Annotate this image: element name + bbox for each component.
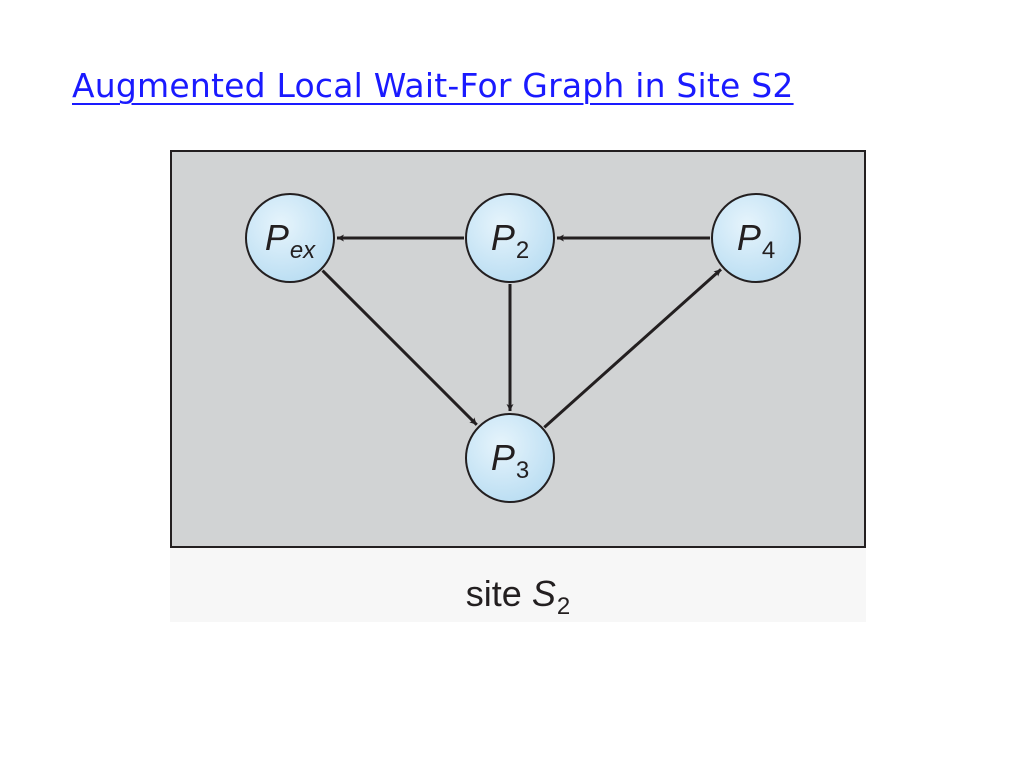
node-subscript: ex xyxy=(290,237,316,264)
site-caption-variable: S xyxy=(531,573,556,614)
node-letter: P xyxy=(491,437,515,478)
node-letter: P xyxy=(737,217,761,258)
edge-pex-to-p3 xyxy=(321,269,478,426)
node-letter: P xyxy=(491,217,515,258)
node-p4: P4 xyxy=(711,193,801,283)
node-circle-p2 xyxy=(465,193,555,283)
edge-p3-to-p4 xyxy=(543,268,722,429)
site-caption: site S2 xyxy=(170,573,866,621)
node-circle-p4 xyxy=(711,193,801,283)
node-subscript: 3 xyxy=(516,457,529,484)
site-caption-prefix: site xyxy=(465,573,522,614)
node-label-pex: Pex xyxy=(265,217,316,264)
node-circle-pex xyxy=(245,193,335,283)
node-circle-p3 xyxy=(465,413,555,503)
edges-layer xyxy=(321,234,722,429)
node-label-p2: P2 xyxy=(491,217,529,264)
node-label-p3: P3 xyxy=(491,437,529,484)
node-subscript: 2 xyxy=(516,237,529,264)
node-subscript: 4 xyxy=(762,237,775,264)
caption-band xyxy=(170,548,866,622)
slide-title: Augmented Local Wait-For Graph in Site S… xyxy=(72,66,794,105)
site-caption-subscript: 2 xyxy=(556,593,571,620)
node-pex: Pex xyxy=(245,193,335,283)
node-p3: P3 xyxy=(465,413,555,503)
node-p2: P2 xyxy=(465,193,555,283)
node-label-p4: P4 xyxy=(737,217,775,264)
node-letter: P xyxy=(265,217,289,258)
